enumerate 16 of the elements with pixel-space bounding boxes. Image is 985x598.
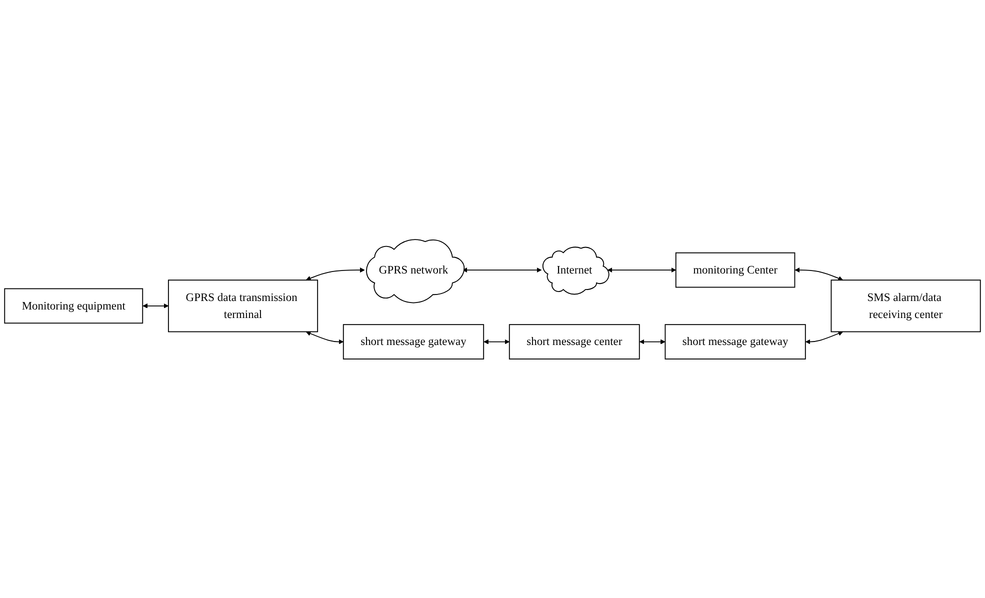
arrow — [484, 338, 510, 344]
arrow — [306, 330, 344, 344]
arrow — [462, 267, 542, 272]
arrow — [306, 267, 365, 280]
node-box: SMS alarm/data receiving center — [830, 279, 981, 332]
node-box: GPRS data transmission terminal — [168, 279, 318, 332]
node-box: short message gateway — [342, 324, 484, 360]
arrow — [805, 330, 844, 344]
node-box: short message center — [508, 324, 640, 360]
node-box: short message gateway — [664, 324, 806, 360]
arrow — [607, 267, 676, 272]
arrow — [794, 267, 844, 280]
node-box: Monitoring equipment — [4, 288, 144, 324]
arrow — [639, 338, 666, 344]
arrow — [142, 303, 169, 308]
node-box: monitoring Center — [675, 252, 796, 288]
